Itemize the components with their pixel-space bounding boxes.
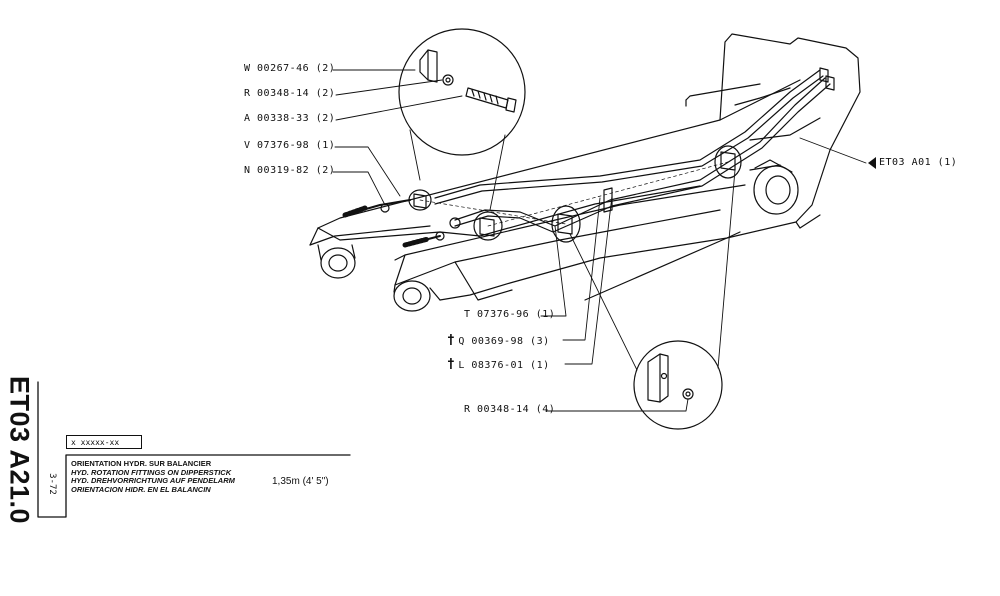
title-en: HYD. ROTATION FITTINGS ON DIPPERSTICK (71, 467, 232, 477)
callout-q00369: †Q 00369-98 (3) (447, 333, 550, 348)
title-lines: ORIENTATION HYDR. SUR BALANCIER HYD. ROT… (71, 459, 235, 494)
callout-a00338: A 00338-33 (2) (244, 113, 336, 124)
dagger-mark: † (447, 333, 456, 348)
callout-l08376-label: L 08376-01 (1) (458, 360, 550, 371)
callout-et03-a01: ET03 A01 (1) (879, 157, 958, 168)
document-id: ET03 A21.0 (0, 375, 38, 523)
detail-bubble-upper (398, 28, 526, 211)
document-date-text: 3-72 (47, 473, 57, 495)
detail-bubble-lower (569, 169, 736, 430)
title-es: ORIENTACION HIDR. EN EL BALANCIN (71, 484, 211, 494)
callout-r00348-4: R 00348-14 (4) (464, 404, 556, 415)
callout-r00348-2: R 00348-14 (2) (244, 88, 336, 99)
callout-t07376: T 07376-96 (1) (464, 309, 556, 320)
title-de: HYD. DREHVORRICHTUNG AUF PENDELARM (71, 476, 235, 485)
hose-fittings (342, 199, 461, 248)
callout-v07376: V 07376-98 (1) (244, 140, 336, 151)
title-block-frame (37, 381, 351, 518)
dipperstick-arm (309, 33, 861, 312)
pipe-clamps (408, 145, 742, 243)
callout-q00369-label: Q 00369-98 (3) (458, 336, 550, 347)
part-code-box: x xxxxx-xx (66, 435, 142, 449)
document-date: 3-72 (40, 464, 64, 504)
reference-lines (419, 161, 729, 227)
title-fr: ORIENTATION HYDR. SUR BALANCIER (71, 459, 212, 468)
ref-arrow-icon (868, 157, 876, 169)
callout-n00319: N 00319-82 (2) (244, 165, 336, 176)
arm-size-label: 1,35m (4' 5") (272, 476, 329, 487)
dagger-mark: † (447, 357, 456, 372)
leader-lines (332, 69, 867, 412)
callout-l08376: †L 08376-01 (1) (447, 357, 550, 372)
document-id-text: ET03 A21.0 (4, 375, 35, 524)
callout-w00267: W 00267-46 (2) (244, 63, 336, 74)
